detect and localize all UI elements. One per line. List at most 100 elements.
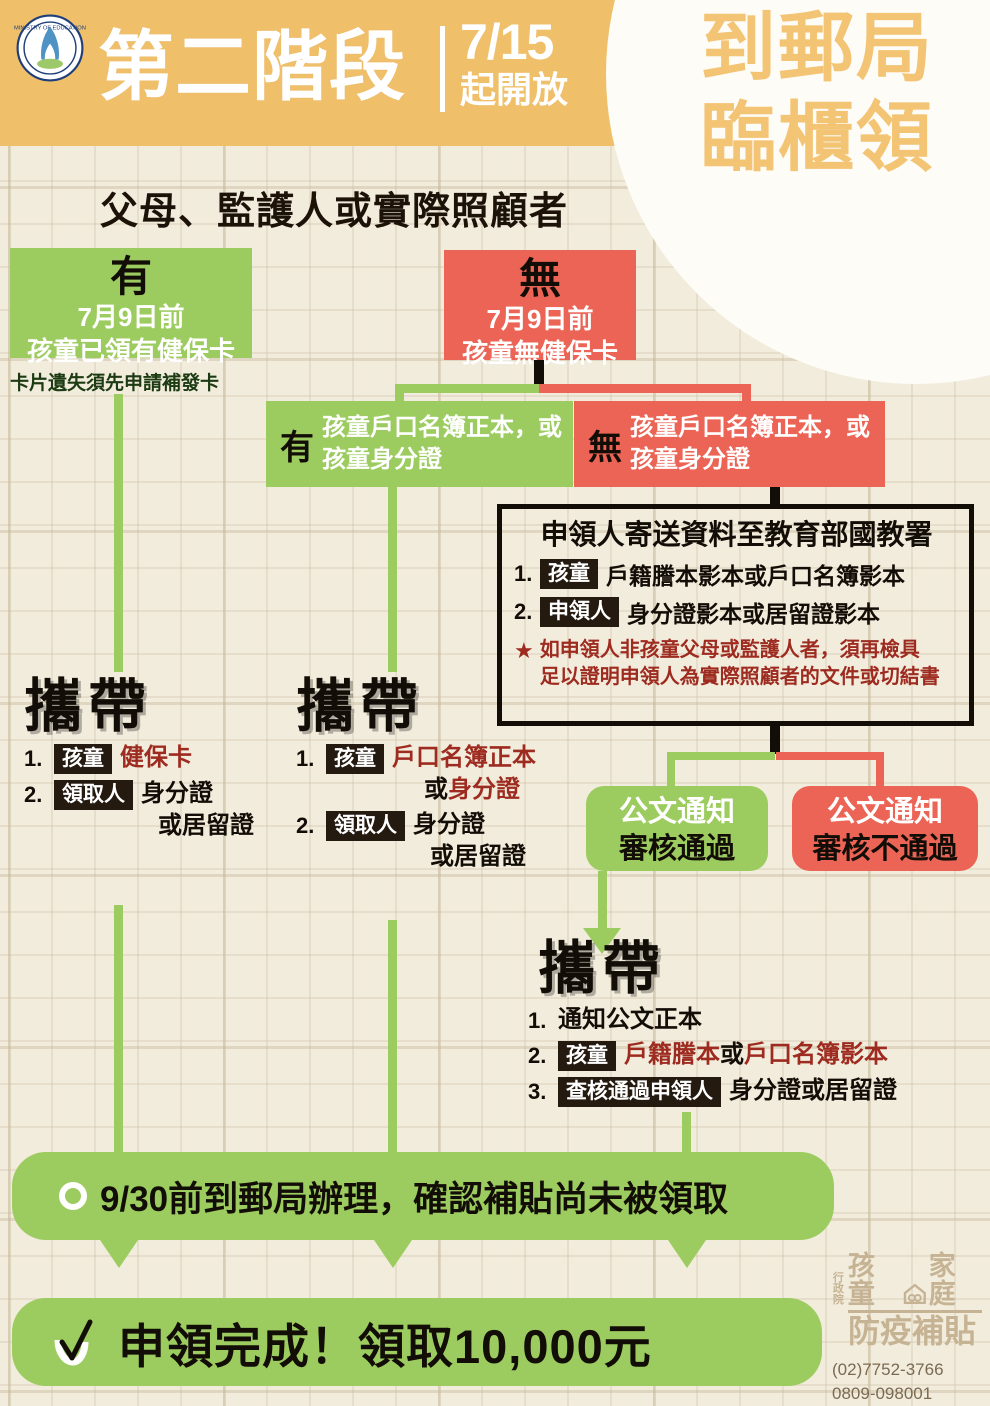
check-icon (54, 1319, 93, 1366)
house-icon (903, 1283, 926, 1305)
carry-3-value-red1: 戶籍謄本 (624, 1041, 720, 1068)
header-right-line1: 到郵局 (700, 6, 934, 91)
moe-seal-icon: MINISTRY OF EDUCATION (14, 14, 86, 82)
carry-2-number: 2. (296, 813, 315, 838)
branch-no-card-box: 無 7月9日前 孩童無健保卡 (444, 250, 636, 368)
carry-3-item: 2. 孩童戶籍謄本或戶口名簿影本 (528, 1039, 988, 1071)
notice-fail-box: 公文通知 審核不通過 (792, 786, 978, 871)
carry-2-sub-red: 身分證 (448, 776, 520, 803)
mail-item-text: 身分證影本或居留證影本 (627, 601, 880, 627)
footer-tel2: 0809-098001 (832, 1384, 933, 1403)
carry-1-chip: 孩童 (54, 744, 112, 774)
connector-notice-green-h (667, 752, 775, 760)
pill-done-text: 申領完成！領取10,000元 (118, 1319, 652, 1373)
connector-panel-out (770, 726, 780, 754)
connector-doc-none-vertical (770, 487, 780, 507)
carry-3-value-plain: 身分證或居留證 (729, 1077, 897, 1104)
arrow-down-mid-icon (374, 1240, 412, 1268)
carry-1-number: 2. (24, 782, 43, 807)
carry-2-subline: 或身分證 (326, 774, 536, 805)
carry-3-title: 攜帶 (538, 936, 667, 1001)
circle-icon (59, 1182, 87, 1210)
doc-none-line1: 孩童戶口名簿正本，或 (630, 414, 870, 441)
carry-2-value-wrap: 孩童戶口名簿正本 或身分證 (326, 742, 536, 805)
carry-1-value: 健保卡 (120, 744, 192, 771)
pill-done: 申領完成！領取10,000元 (12, 1298, 822, 1386)
stage-title: 第二階段 (98, 25, 406, 110)
carry-group-3: 攜帶 1. 通知公文正本 2. 孩童戶籍謄本或戶口名簿影本 3. 查核通過申領人… (528, 938, 988, 1107)
star-icon: ★ (514, 638, 534, 663)
connector-notice-red-h (776, 752, 884, 760)
arrow-down-right-icon (668, 1240, 706, 1268)
mail-documents-panel: 申領人寄送資料至教育部國教署 1. 孩童 戶籍謄本影本或戶口名簿影本 2. 申領… (497, 504, 974, 726)
carry-3-number: 3. (528, 1079, 547, 1104)
arrow-down-left-icon (100, 1240, 138, 1268)
carry-1-chip: 領取人 (54, 780, 133, 810)
footer-tel1: (02)7752-3766 (832, 1360, 944, 1379)
connector-split-green-v (395, 384, 404, 406)
branch-no-card-head: 無 (518, 255, 561, 302)
carry-group-2: 攜帶 1. 孩童戶口名簿正本 或身分證 2. 領取人身分證 或居留證 (296, 676, 586, 872)
carry-2-item: 2. 領取人身分證 或居留證 (296, 809, 586, 872)
connector-left-vertical (114, 394, 123, 672)
mail-item-number: 1. (514, 561, 533, 586)
header-right-title: 到郵局 臨櫃領 (700, 4, 934, 184)
carry-1-number: 1. (24, 746, 43, 771)
carry-2-sub-prefix: 或 (424, 776, 448, 803)
mail-item-chip: 申領人 (540, 597, 619, 627)
mail-item-chip: 孩童 (540, 559, 598, 589)
carry-3-value-wrap: 孩童戶籍謄本或戶口名簿影本 (558, 1039, 888, 1071)
carry-2-subvalue: 或居留證 (430, 843, 526, 870)
carry-1-item: 1. 孩童健保卡 (24, 742, 289, 774)
carry-2-value: 戶口名簿正本 (392, 744, 536, 771)
carry-2-title: 攜帶 (296, 674, 425, 739)
mail-footnote-line1: 如申領人非孩童父母或監護人者，須再檢具 (539, 639, 920, 661)
connector-no-card-stub (534, 360, 544, 386)
mail-panel-item: 2. 申領人 身分證影本或居留證影本 (514, 595, 959, 629)
carry-1-value-wrap: 領取人身分證 或居留證 (54, 778, 254, 841)
doc-has-body: 孩童戶口名簿正本，或 孩童身分證 (322, 412, 570, 476)
mail-footnote-line2: 足以證明申領人為實際照顧者的文件或切結書 (539, 666, 940, 688)
carry-3-item: 3. 查核通過申領人身分證或居留證 (528, 1075, 988, 1107)
connector-doc-has-vertical (388, 487, 397, 672)
carry-group-1: 攜帶 1. 孩童健保卡 2. 領取人身分證 或居留證 (24, 676, 289, 841)
header-date-block: 7/15 起開放 (460, 16, 568, 112)
footer-brand-line1b: 家庭 (928, 1251, 956, 1309)
doc-none-line2: 孩童身分證 (630, 446, 750, 473)
connector-split-red-v (742, 384, 751, 406)
branch-has-card-note: 卡片遺失須先申請補發卡 (10, 373, 220, 394)
carry-2-chip: 孩童 (326, 744, 384, 774)
carry-3-number: 1. (528, 1008, 547, 1033)
carry-3-list: 1. 通知公文正本 2. 孩童戶籍謄本或戶口名簿影本 3. 查核通過申領人身分證… (528, 1004, 988, 1107)
header-divider (440, 26, 445, 112)
branch-no-card-line1: 7月9日前 (486, 304, 594, 334)
mail-panel-title: 申領人寄送資料至教育部國教署 (540, 519, 933, 550)
header-date-line2: 起開放 (460, 69, 569, 110)
doc-none-box: 無 孩童戶口名簿正本，或 孩童身分證 (574, 401, 885, 487)
mail-item-text: 戶籍謄本影本或戶口名簿影本 (606, 563, 905, 589)
carry-3-value: 通知公文正本 (558, 1006, 702, 1033)
notice-pass-box: 公文通知 審核通過 (586, 786, 768, 871)
mail-item-number: 2. (514, 599, 533, 624)
connector-split-green-h (395, 384, 539, 393)
carry-1-value-wrap: 孩童健保卡 (54, 742, 192, 774)
doc-has-tag: 有 (280, 428, 314, 467)
carry-3-value-red2: 戶口名簿影本 (744, 1041, 888, 1068)
doc-none-body: 孩童戶口名簿正本，或 孩童身分證 (630, 412, 878, 476)
footer-brand-row: 行 政 院 孩童 家庭 (832, 1252, 982, 1308)
carry-2-item: 1. 孩童戶口名簿正本 或身分證 (296, 742, 586, 805)
connector-notice-green-v (667, 752, 675, 786)
carry-1-value: 身分證 (141, 780, 213, 807)
section-title: 父母、監護人或實際照顧者 (100, 191, 569, 233)
notice-fail-line2: 審核不通過 (812, 833, 958, 865)
carry-2-value: 身分證 (413, 811, 485, 838)
carry-3-number: 2. (528, 1043, 547, 1068)
notice-pass-line2: 審核通過 (618, 833, 735, 865)
footer-logo: 行 政 院 孩童 家庭 防疫補貼 (02)7752-3766 0809-0980… (832, 1252, 982, 1406)
doc-has-box: 有 孩童戶口名簿正本，或 孩童身分證 (266, 401, 573, 487)
footer-gov-label: 行 政 院 (832, 1273, 845, 1308)
mail-panel-footnote: ★ 如申領人非孩童父母或監護人者，須再檢具 足以證明申領人為實際照顧者的文件或切… (514, 637, 959, 691)
footer-gov-char2: 政 (832, 1283, 844, 1295)
pill-deadline-text: 9/30前到郵局辦理，確認補貼尚未被領取 (100, 1179, 729, 1219)
carry-2-list: 1. 孩童戶口名簿正本 或身分證 2. 領取人身分證 或居留證 (296, 742, 586, 872)
